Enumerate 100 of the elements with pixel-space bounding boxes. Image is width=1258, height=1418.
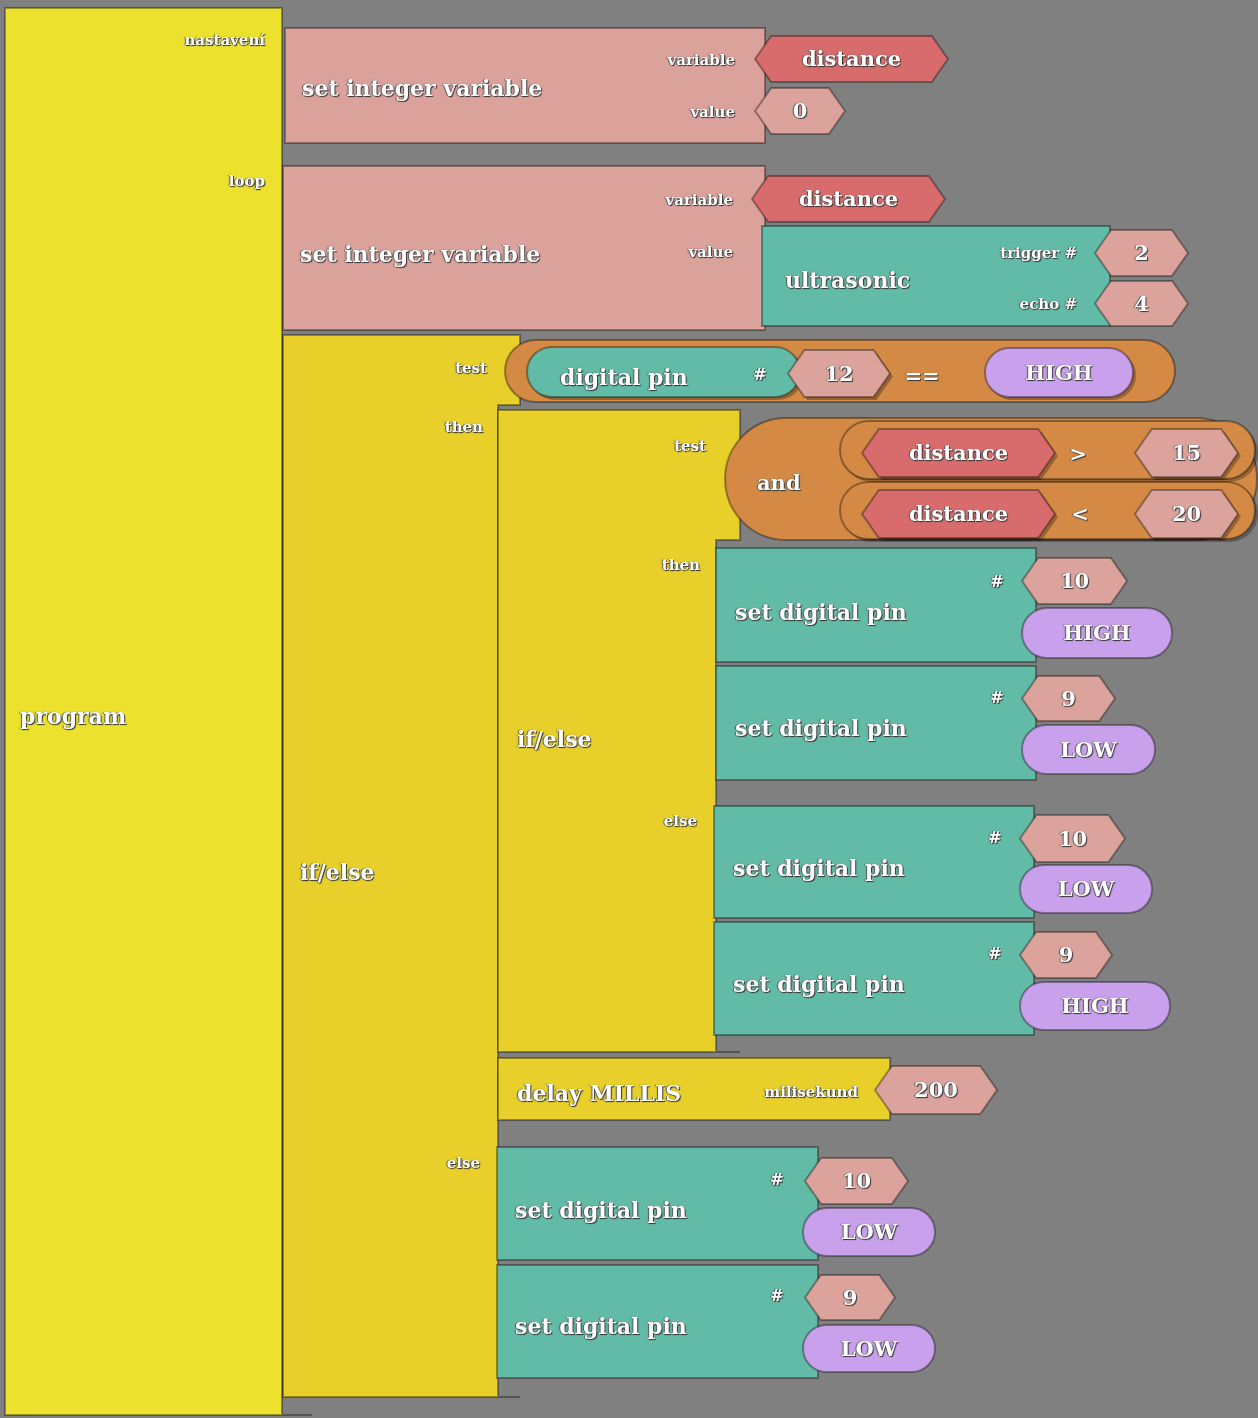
statement-block <box>285 28 765 143</box>
statement-block <box>714 922 1034 1035</box>
block-label: distance <box>801 47 902 71</box>
block-label: LOW <box>1060 737 1117 762</box>
socket-label: then <box>444 418 483 436</box>
block-label: set integer variable <box>302 75 543 101</box>
value-block <box>1135 429 1238 477</box>
statement-block <box>497 1265 818 1378</box>
value-block <box>1020 982 1170 1030</box>
socket-label: else <box>663 812 697 830</box>
block-label: distance <box>908 441 1009 465</box>
block-label: set integer variable <box>300 241 541 267</box>
socket-label: variable <box>667 51 735 69</box>
value-block <box>803 1325 935 1372</box>
block-label: HIGH <box>1025 360 1093 385</box>
block-label: > <box>1069 442 1087 466</box>
condition-block <box>840 482 1255 539</box>
socket-label: value <box>688 243 733 261</box>
condition-block <box>725 418 1257 540</box>
socket-label: echo # <box>1019 295 1077 313</box>
condition-block <box>505 340 1175 402</box>
value-block <box>1135 490 1238 538</box>
value-block <box>805 1275 895 1320</box>
socket-label: test <box>674 437 706 455</box>
block-label: LOW <box>840 1220 898 1244</box>
block-label: set digital pin <box>735 715 907 741</box>
value-block <box>803 1208 935 1256</box>
socket-label: loop <box>228 172 265 190</box>
socket-label: else <box>446 1154 480 1172</box>
block-label: and <box>757 471 801 495</box>
block-label: ultrasonic <box>785 267 911 293</box>
block-label: HIGH <box>1061 994 1129 1018</box>
socket-label: test <box>455 359 487 377</box>
value-block <box>805 1158 908 1204</box>
block-label: 0 <box>792 99 808 123</box>
block-label: 20 <box>1171 502 1202 526</box>
socket-label: value <box>690 103 735 121</box>
block-label: 9 <box>1061 686 1076 711</box>
block-label: 10 <box>841 1169 872 1193</box>
socket-label: # <box>990 689 1004 707</box>
block-label: < <box>1071 502 1089 526</box>
block-label: program <box>20 703 127 729</box>
socket-label: # <box>770 1287 784 1305</box>
block-label: 10 <box>1057 826 1088 851</box>
block-label: set digital pin <box>515 1197 687 1223</box>
socket-label: # <box>990 573 1004 591</box>
block-label: if/else <box>517 726 592 752</box>
socket-label: # <box>988 945 1002 963</box>
statement-block <box>714 806 1034 918</box>
block-label: LOW <box>840 1336 898 1361</box>
value-block <box>862 429 1055 477</box>
value-block <box>1020 932 1112 978</box>
block-label: if/else <box>300 859 375 885</box>
block-label: HIGH <box>1063 621 1131 645</box>
socket-label: # <box>770 1171 784 1189</box>
value-block <box>1022 608 1172 658</box>
value-block <box>1095 230 1188 276</box>
socket-label: variable <box>665 191 733 209</box>
block-label: set digital pin <box>733 855 905 881</box>
statement-block <box>283 166 765 330</box>
value-block <box>1022 676 1115 721</box>
value-block <box>752 176 945 222</box>
value-block <box>1022 725 1155 774</box>
block-label: 2 <box>1134 241 1149 265</box>
block-label: 4 <box>1134 291 1149 316</box>
socket-label: nastavení <box>184 31 265 49</box>
value-block <box>1020 815 1125 862</box>
value-block <box>1020 865 1152 913</box>
block-label: distance <box>798 187 899 211</box>
socket-label: # <box>988 829 1002 847</box>
value-block <box>985 348 1133 397</box>
block-label: 200 <box>914 1078 958 1102</box>
block-label: set digital pin <box>733 971 905 997</box>
value-block <box>1022 558 1127 604</box>
statement-block <box>497 1147 818 1260</box>
socket-label: then <box>661 556 700 574</box>
value-block <box>1095 281 1188 326</box>
block-label: distance <box>908 502 1009 526</box>
socket-label: trigger # <box>1000 244 1077 262</box>
block-label: delay MILLIS <box>517 1080 682 1106</box>
statement-block <box>716 548 1036 662</box>
block-label: digital pin <box>560 364 688 390</box>
block-label: set digital pin <box>515 1313 687 1339</box>
block-label: 15 <box>1171 441 1202 465</box>
block-label: 9 <box>1058 943 1074 967</box>
block-label: 10 <box>1059 569 1090 593</box>
block-label: 9 <box>842 1285 858 1310</box>
statement-block <box>716 666 1036 780</box>
block-label: == <box>904 364 940 388</box>
block-label: LOW <box>1057 877 1115 901</box>
sensor-block <box>762 226 1110 326</box>
value-block <box>788 350 890 397</box>
value-block <box>862 490 1055 538</box>
value-block <box>755 36 948 82</box>
condition-block <box>840 421 1255 479</box>
value-block <box>527 347 800 397</box>
block-label: 12 <box>824 361 854 386</box>
value-block <box>755 88 845 134</box>
statement-block <box>498 1058 890 1120</box>
value-block <box>875 1066 997 1114</box>
